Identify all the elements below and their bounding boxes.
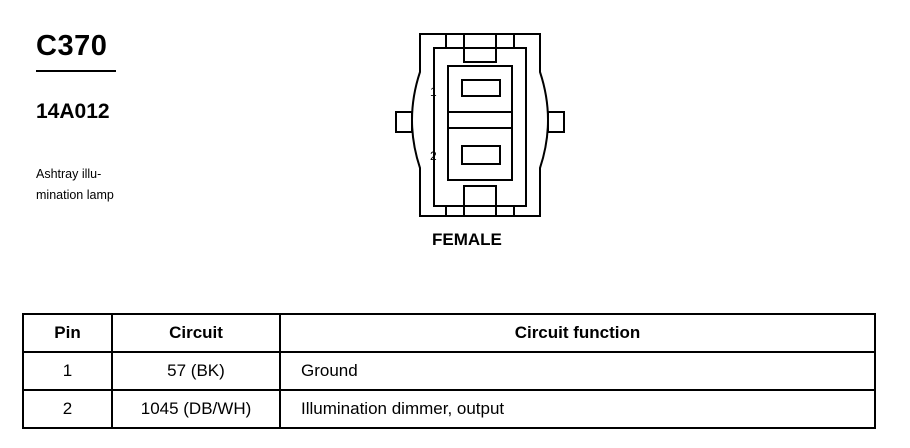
left-latch [395, 111, 413, 133]
connector-face-diagram: 1 2 [395, 33, 565, 217]
bottom-key-tab [463, 185, 497, 207]
function-cell: Illumination dimmer, output [279, 389, 876, 429]
connector-description: Ashtray illu-mination lamp [36, 167, 114, 202]
right-latch [547, 111, 565, 133]
pin-table-header: Pin Circuit Circuit function [22, 313, 876, 353]
part-number: 14A012 [36, 100, 110, 123]
pin-2-label: 2 [430, 149, 437, 163]
top-key [445, 34, 515, 48]
bottom-key [445, 206, 515, 216]
table-row: 2 1045 (DB/WH) Illumination dimmer, outp… [22, 389, 876, 429]
header-circuit: Circuit [111, 313, 281, 353]
pin-cell: 1 [22, 351, 113, 391]
cavity-separator [447, 111, 513, 129]
pin-1-label: 1 [430, 85, 437, 99]
circuit-cell: 1045 (DB/WH) [111, 389, 281, 429]
cavity-1 [447, 65, 513, 113]
header-pin: Pin [22, 313, 113, 353]
connector-code: C370 [36, 30, 108, 62]
pin-table: Pin Circuit Circuit function 1 57 (BK) G… [22, 313, 876, 429]
connector-code-underline [36, 70, 116, 72]
circuit-cell: 57 (BK) [111, 351, 281, 391]
table-row: 1 57 (BK) Ground [22, 351, 876, 391]
connector-housing-outline [411, 33, 549, 217]
function-cell: Ground [279, 351, 876, 391]
top-key-tab [463, 47, 497, 63]
view-label: FEMALE [432, 230, 502, 249]
pin-cell: 2 [22, 389, 113, 429]
cavity-2 [447, 127, 513, 181]
terminal-1 [461, 79, 501, 97]
terminal-2 [461, 145, 501, 165]
header-circuit-function: Circuit function [279, 313, 876, 353]
